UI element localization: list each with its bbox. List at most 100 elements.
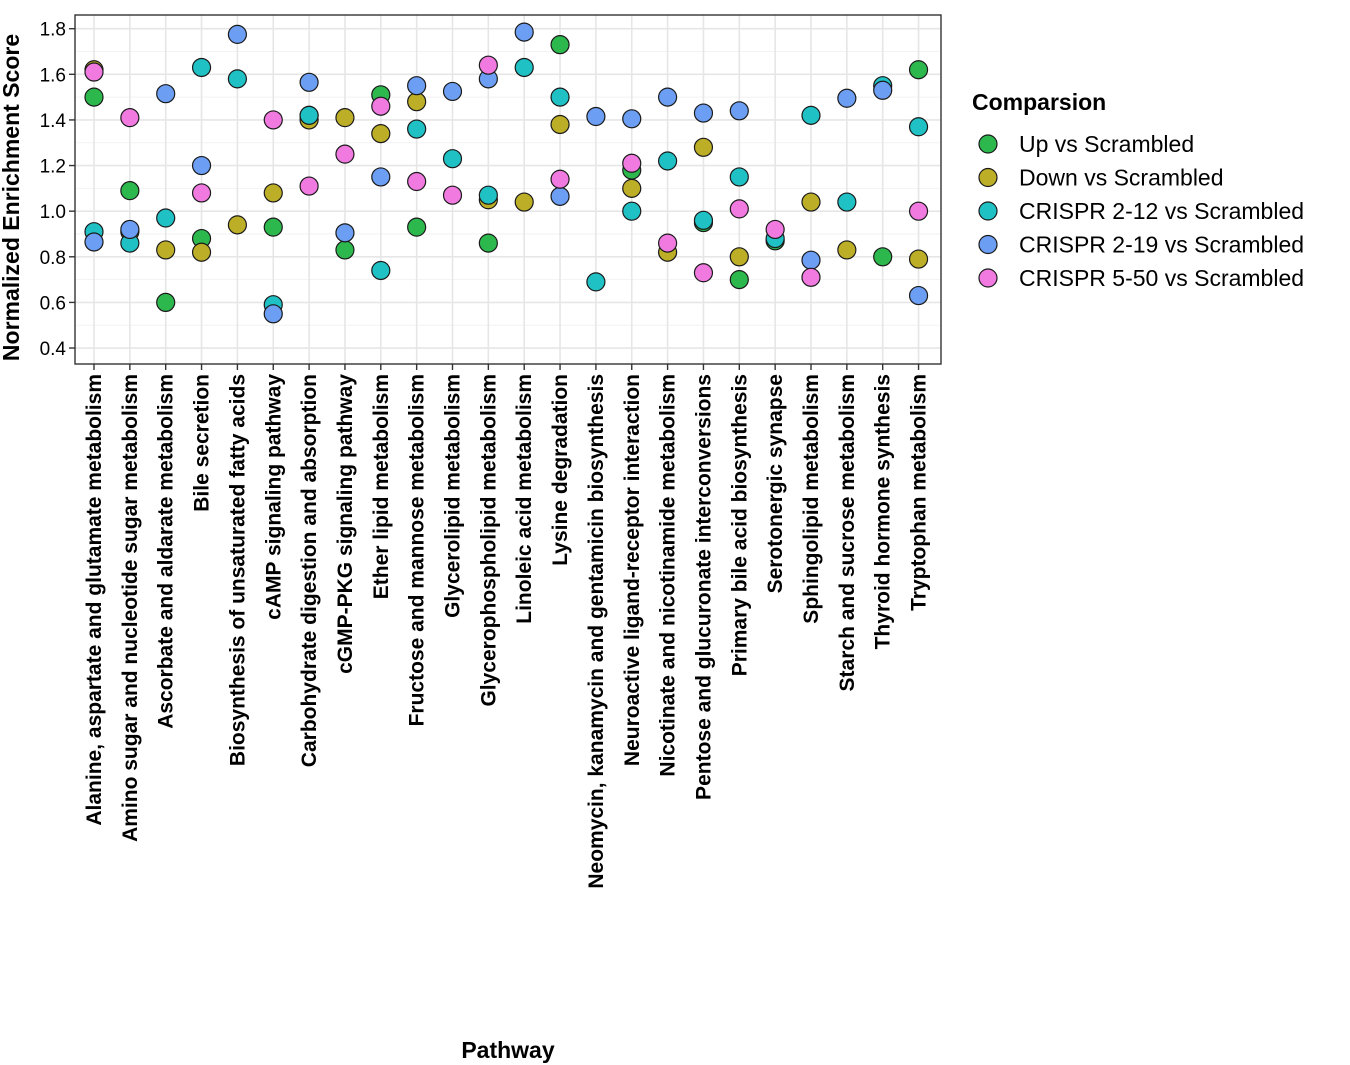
legend-label: CRISPR 2-12 vs Scrambled <box>1019 198 1304 224</box>
x-tick-label: Primary bile acid biosynthesis <box>728 374 751 676</box>
data-point <box>156 84 176 104</box>
y-axis: 0.40.60.81.01.21.41.61.8 <box>40 20 75 360</box>
data-point <box>263 217 283 237</box>
x-tick-label: Amino sugar and nucleotide sugar metabol… <box>119 374 142 842</box>
y-tick-label: 1.4 <box>40 111 67 132</box>
data-point <box>693 263 714 283</box>
legend-label: Down vs Scrambled <box>1019 165 1224 191</box>
data-point <box>371 96 391 116</box>
data-point <box>729 167 749 187</box>
data-point <box>908 285 929 306</box>
data-point <box>407 92 427 112</box>
y-axis-title: Normalized Enrichment Score <box>0 34 24 361</box>
y-tick-label: 0.8 <box>40 248 66 269</box>
data-point <box>335 223 355 243</box>
data-point <box>299 176 319 196</box>
data-point <box>729 247 749 267</box>
data-point <box>371 260 391 281</box>
data-point <box>227 24 247 44</box>
data-point <box>263 110 283 130</box>
x-axis-title: Pathway <box>461 1037 555 1063</box>
data-point <box>191 183 212 203</box>
data-point <box>550 114 570 135</box>
data-point <box>120 108 140 128</box>
data-point <box>586 106 606 127</box>
y-tick-label: 0.6 <box>40 293 66 314</box>
legend-swatch <box>978 234 998 255</box>
data-point <box>729 270 749 290</box>
x-tick-label: Ether lipid metabolism <box>370 374 393 599</box>
data-point <box>657 87 678 107</box>
legend-swatch <box>978 268 998 288</box>
data-point <box>908 201 929 221</box>
x-tick-label: Nicotinate and nicotinamide metabolism <box>657 374 680 777</box>
legend-label: Up vs Scrambled <box>1019 131 1194 157</box>
data-point <box>407 217 427 237</box>
data-point <box>514 192 534 212</box>
data-point <box>908 60 929 80</box>
data-point <box>837 192 857 212</box>
plot-background <box>75 15 941 364</box>
data-point <box>156 240 176 260</box>
data-points <box>84 22 929 324</box>
data-point <box>335 240 355 260</box>
data-point <box>693 103 714 123</box>
x-tick-label: Tryptophan metabolism <box>908 374 931 611</box>
data-point <box>550 186 570 206</box>
plot-border <box>74 14 942 365</box>
data-point <box>442 185 463 205</box>
x-tick-label: Neomycin, kanamycin and gentamicin biosy… <box>585 374 608 889</box>
data-point <box>227 215 247 235</box>
data-point <box>693 210 714 230</box>
y-tick-label: 1.8 <box>40 20 66 41</box>
data-point <box>407 76 427 96</box>
data-point <box>729 199 749 219</box>
x-tick-label: Pentose and glucuronate interconversions <box>692 374 715 800</box>
legend-swatch <box>978 134 998 154</box>
data-point <box>263 183 283 203</box>
data-point <box>84 62 104 82</box>
data-point <box>442 81 463 102</box>
data-point <box>514 22 534 42</box>
x-tick-label: Biosynthesis of unsaturated fatty acids <box>226 374 249 766</box>
legend-label: CRISPR 5-50 vs Scrambled <box>1019 265 1304 291</box>
data-point <box>84 232 104 252</box>
data-point <box>407 171 427 192</box>
data-point <box>693 137 714 157</box>
x-tick-label: Neuroactive ligand-receptor interaction <box>621 374 644 766</box>
data-point <box>191 57 212 78</box>
x-tick-label: Serotonergic synapse <box>764 374 787 593</box>
y-tick-label: 1.2 <box>40 157 66 178</box>
x-tick-label: Starch and sucrose metabolism <box>836 374 859 691</box>
data-point <box>908 117 929 137</box>
data-point <box>801 250 821 270</box>
data-point <box>550 169 570 189</box>
data-point <box>873 247 893 267</box>
data-point <box>191 155 212 176</box>
x-axis: Alanine, aspartate and glutamate metabol… <box>83 364 931 889</box>
data-point <box>550 87 570 107</box>
data-point <box>801 267 821 287</box>
data-point <box>191 242 212 262</box>
x-tick-label: Sphingolipid metabolism <box>800 374 823 624</box>
x-tick-label: Ascorbate and aldarate metabolism <box>155 374 178 729</box>
data-point <box>729 101 749 121</box>
x-tick-label: Alanine, aspartate and glutamate metabol… <box>83 374 106 826</box>
data-point <box>299 72 319 92</box>
data-point <box>371 167 391 187</box>
legend-title: Comparsion <box>972 89 1106 115</box>
x-tick-label: Bile secretion <box>191 374 214 512</box>
data-point <box>299 105 319 125</box>
data-point <box>657 151 678 171</box>
data-point <box>801 105 821 125</box>
x-tick-label: cGMP-PKG signaling pathway <box>334 374 357 674</box>
data-point <box>586 272 606 292</box>
data-point <box>478 185 498 205</box>
x-tick-label: Lysine degradation <box>549 374 572 566</box>
y-tick-label: 1.0 <box>40 202 66 223</box>
data-point <box>622 153 642 173</box>
data-point <box>84 87 104 107</box>
data-point <box>478 233 498 253</box>
y-tick-label: 1.6 <box>40 65 66 86</box>
data-point <box>371 124 391 144</box>
